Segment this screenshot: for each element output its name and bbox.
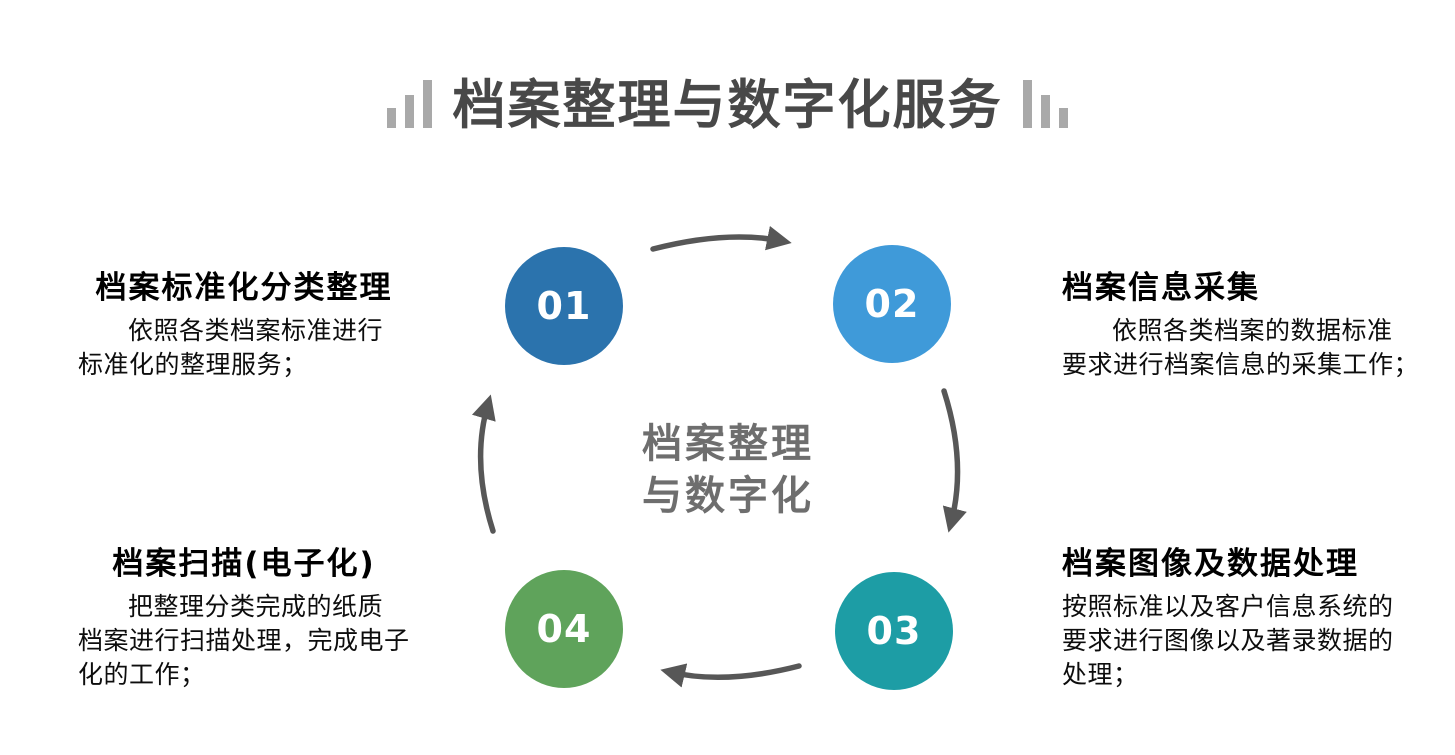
step-number: 04: [536, 607, 592, 651]
page-title: 档案整理与数字化服务: [452, 75, 1003, 136]
step-body-line: 依照各类档案的数据标准: [1112, 316, 1393, 345]
step-number: 03: [866, 609, 922, 653]
arrow-right-icon: [941, 388, 967, 533]
step-number: 02: [864, 282, 920, 326]
step-text-04: 档案扫描(电子化) 把整理分类完成的纸质 档案进行扫描处理，完成电子 化的工作；: [78, 538, 410, 692]
step-heading: 档案图像及数据处理: [1062, 546, 1359, 582]
title-bars-right-icon: [1019, 79, 1073, 128]
step-heading: 档案标准化分类整理: [95, 270, 393, 306]
step-number: 01: [536, 284, 592, 328]
step-body-line: 档案进行扫描处理，完成电子: [78, 626, 410, 655]
step-text-02: 档案信息采集 依照各类档案的数据标准 要求进行档案信息的采集工作；: [1062, 262, 1422, 382]
bar-icon: [1023, 79, 1032, 128]
step-body-line: 要求进行档案信息的采集工作；: [1062, 350, 1420, 379]
arrow-left-icon: [471, 394, 496, 534]
arrow-top-icon: [650, 225, 792, 252]
step-text-03: 档案图像及数据处理 按照标准以及客户信息系统的 要求进行图像以及著录数据的 处理…: [1062, 538, 1422, 692]
bar-icon: [423, 79, 432, 128]
bar-icon: [1041, 94, 1050, 128]
bar-icon: [1059, 107, 1068, 128]
step-body-line: 化的工作；: [78, 660, 206, 689]
bar-icon: [387, 107, 396, 128]
bar-icon: [405, 94, 414, 128]
center-label-line2: 与数字化: [642, 473, 814, 519]
step-body-line: 要求进行图像以及著录数据的: [1062, 626, 1394, 655]
title-bars-left-icon: [383, 79, 437, 128]
step-circle-03: 03: [835, 572, 953, 690]
step-body-line: 处理；: [1062, 660, 1139, 689]
step-heading: 档案信息采集: [1062, 270, 1260, 306]
center-label: 档案整理 与数字化: [578, 418, 878, 522]
step-circle-04: 04: [505, 570, 623, 688]
center-label-line1: 档案整理: [642, 421, 814, 467]
step-body-line: 按照标准以及客户信息系统的: [1062, 592, 1394, 621]
arrow-bottom-icon: [660, 663, 802, 688]
title-row: 档案整理与数字化服务: [0, 75, 1455, 137]
step-circle-01: 01: [505, 247, 623, 365]
step-body-line: 标准化的整理服务；: [78, 350, 308, 379]
step-circle-02: 02: [833, 245, 951, 363]
step-heading: 档案扫描(电子化): [112, 546, 376, 582]
step-body-line: 把整理分类完成的纸质: [128, 592, 384, 621]
step-text-01: 档案标准化分类整理 依照各类档案标准进行 标准化的整理服务；: [78, 262, 410, 382]
step-body-line: 依照各类档案标准进行: [128, 316, 384, 345]
